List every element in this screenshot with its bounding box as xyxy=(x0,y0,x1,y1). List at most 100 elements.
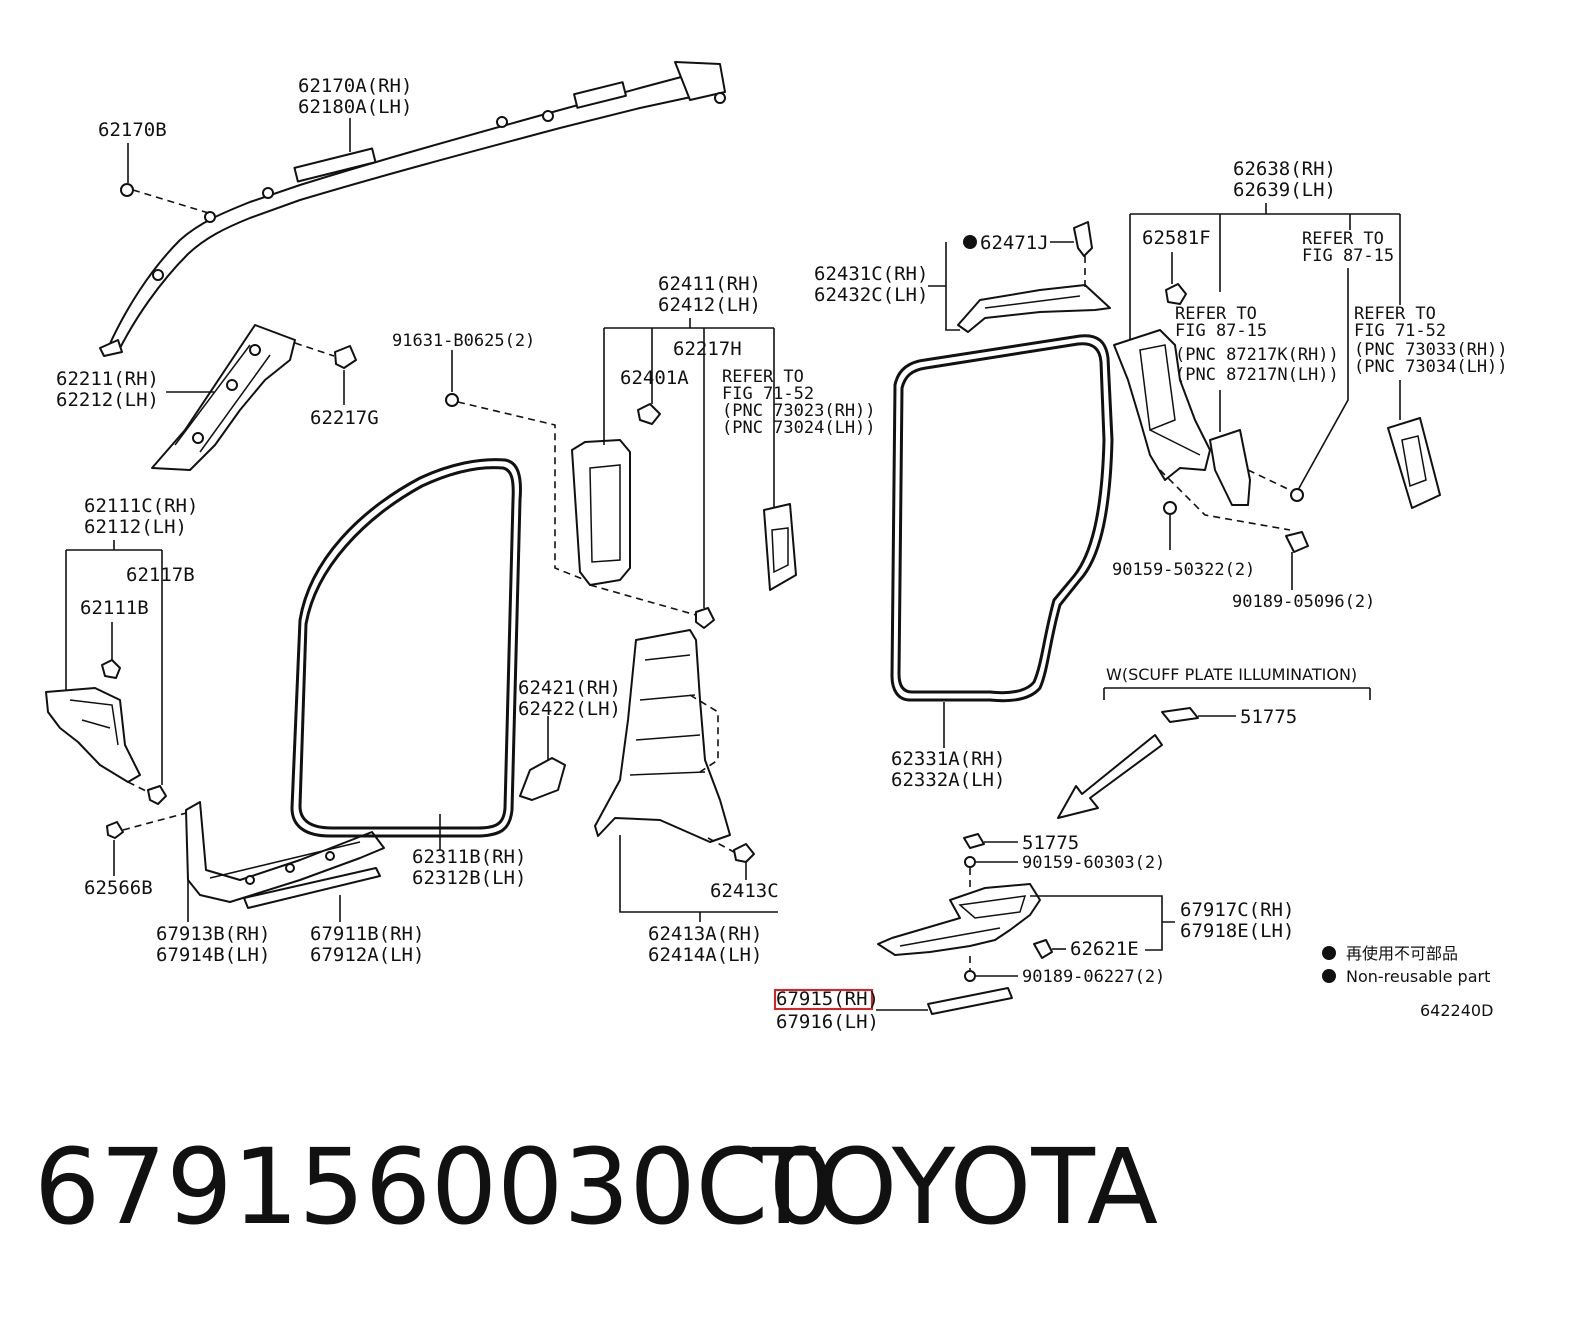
ref-fig7152a: REFER TO FIG 71-52 (PNC 73023(RH)) (PNC … xyxy=(722,367,876,438)
callout-62170A: 62170A(RH) xyxy=(298,75,412,97)
callout-62217H: 62217H xyxy=(673,338,742,360)
svg-text:(PNC 87217K(RH)): (PNC 87217K(RH)) xyxy=(1175,345,1339,365)
callout-62170B: 62170B xyxy=(98,119,167,141)
callout-62112: 62112(LH) xyxy=(84,516,187,538)
screw-91631 xyxy=(445,393,586,581)
callout-62422: 62422(LH) xyxy=(518,698,621,720)
screw-62170B xyxy=(120,183,216,216)
bracket-73033-part xyxy=(1387,417,1441,509)
callout-62332A: 62332A(LH) xyxy=(891,769,1005,791)
svg-text:(PNC 87217N(LH)): (PNC 87217N(LH)) xyxy=(1175,365,1339,385)
clip-62117B xyxy=(127,781,167,805)
diagram-id: 642240D xyxy=(1420,1001,1493,1020)
clip-62566B xyxy=(106,811,191,839)
callout-62312B: 62312B(LH) xyxy=(412,867,526,889)
front-scuff-plate-part xyxy=(185,801,385,903)
svg-text:(PNC 73023(RH)): (PNC 73023(RH)) xyxy=(722,401,876,421)
callout-67913B: 67913B(RH) xyxy=(156,923,270,945)
arrow-icon xyxy=(1057,734,1163,819)
ref-fig7152b: REFER TO FIG 71-52 (PNC 73033(RH)) (PNC … xyxy=(1354,304,1508,377)
callout-62331A: 62331A(RH) xyxy=(891,748,1005,770)
callout-62180A: 62180A(LH) xyxy=(298,96,412,118)
callout-62411: 62411(RH) xyxy=(658,273,761,295)
callout-62412: 62412(LH) xyxy=(658,294,761,316)
curtain-airbag-part xyxy=(99,61,726,357)
clip-62413C xyxy=(707,837,755,863)
clip-right-bracket xyxy=(1247,469,1304,502)
svg-text:REFER TO: REFER TO xyxy=(1302,229,1384,249)
legend-jp: 再使用不可部品 xyxy=(1346,944,1458,963)
callout-62621E: 62621E xyxy=(1070,938,1139,960)
bracket-87217K-part xyxy=(1209,429,1251,506)
callout-62311B: 62311B(RH) xyxy=(412,846,526,868)
callout-62414A: 62414A(LH) xyxy=(648,944,762,966)
callout-62638: 62638(RH) xyxy=(1233,158,1336,180)
legend-en: Non-reusable part xyxy=(1346,967,1490,986)
callout-62111C: 62111C(RH) xyxy=(84,495,198,517)
cowl-side-trim-part xyxy=(45,687,141,783)
roof-side-garnish-part xyxy=(957,284,1111,333)
part-number-footer: 6791560030C0 xyxy=(34,1126,835,1248)
clip-62401A xyxy=(637,403,661,425)
svg-text:FIG 71-52: FIG 71-52 xyxy=(1354,321,1446,341)
callout-51775-a: 51775 xyxy=(1240,706,1297,728)
seatbelt-anchor-cover-part xyxy=(763,503,797,591)
callout-62581F: 62581F xyxy=(1142,227,1211,249)
callout-90189-05096: 90189-05096(2) xyxy=(1232,592,1375,612)
callout-67918E: 67918E(LH) xyxy=(1180,920,1294,942)
callout-67912A: 67912A(LH) xyxy=(310,944,424,966)
clip-62217H xyxy=(589,584,715,629)
callout-62566B: 62566B xyxy=(84,877,153,899)
callout-62401A: 62401A xyxy=(620,367,689,389)
svg-text:REFER TO: REFER TO xyxy=(1175,304,1257,324)
callout-90159-50322: 90159-50322(2) xyxy=(1112,560,1255,580)
callout-90159-60303: 90159-60303(2) xyxy=(1022,853,1165,873)
callout-67914B: 67914B(LH) xyxy=(156,944,270,966)
clip-62621E xyxy=(1033,939,1053,959)
callout-62421: 62421(RH) xyxy=(518,677,621,699)
svg-text:(PNC 73024(LH)): (PNC 73024(LH)) xyxy=(722,418,876,438)
scuff-plate-cover-67911B xyxy=(243,867,381,909)
svg-text:(PNC 73033(RH)): (PNC 73033(RH)) xyxy=(1354,340,1508,360)
ref-fig8715b: REFER TO FIG 87-15 xyxy=(1302,229,1394,266)
quarter-pillar-garnish-part xyxy=(1113,329,1211,481)
callout-67916: 67916(LH) xyxy=(776,1011,879,1033)
highlight-box xyxy=(774,989,873,1010)
callout-91631: 91631-B0625(2) xyxy=(392,331,535,351)
front-door-weatherstrip-part xyxy=(290,458,522,838)
clip-62217G xyxy=(294,342,357,369)
svg-text:FIG 71-52: FIG 71-52 xyxy=(722,384,814,404)
callout-62117B: 62117B xyxy=(126,564,195,586)
brand-footer: TOYOTA xyxy=(752,1126,1158,1248)
screw-90159-60303 xyxy=(964,856,976,890)
svg-text:(PNC 73034(LH)): (PNC 73034(LH)) xyxy=(1354,357,1508,377)
scuff-plate-cover-67915 xyxy=(927,987,1013,1015)
clip-62581F xyxy=(1165,283,1187,305)
callout-62217G: 62217G xyxy=(310,407,379,429)
callout-51775-b: 51775 xyxy=(1022,832,1079,854)
clip-62471J xyxy=(1073,221,1093,257)
svg-text:REFER TO: REFER TO xyxy=(722,367,804,387)
callout-62639: 62639(LH) xyxy=(1233,179,1336,201)
scuff-group-label: W(SCUFF PLATE ILLUMINATION) xyxy=(1106,665,1357,684)
callout-67911B: 67911B(RH) xyxy=(310,923,424,945)
clip-90189-05096 xyxy=(1285,531,1309,553)
svg-text:FIG 87-15: FIG 87-15 xyxy=(1302,246,1394,266)
center-pillar-lower-garnish-part xyxy=(594,629,731,843)
callout-67917C: 67917C(RH) xyxy=(1180,899,1294,921)
callout-62211: 62211(RH) xyxy=(56,368,159,390)
callout-62413C: 62413C xyxy=(710,880,779,902)
callout-62471J: 62471J xyxy=(980,232,1049,254)
cover-62421 xyxy=(519,757,566,801)
callout-62212: 62212(LH) xyxy=(56,389,159,411)
svg-text:REFER TO: REFER TO xyxy=(1354,304,1436,324)
rear-scuff-plate-part xyxy=(877,883,1041,956)
lamp-51775-part xyxy=(1161,707,1199,723)
screw-90159-50322 xyxy=(1159,469,1291,531)
legend-dot-icon xyxy=(1322,946,1336,960)
center-pillar-upper-garnish-part xyxy=(571,439,631,586)
screw-90189-06227 xyxy=(964,956,976,982)
clip-62111B xyxy=(101,659,121,679)
